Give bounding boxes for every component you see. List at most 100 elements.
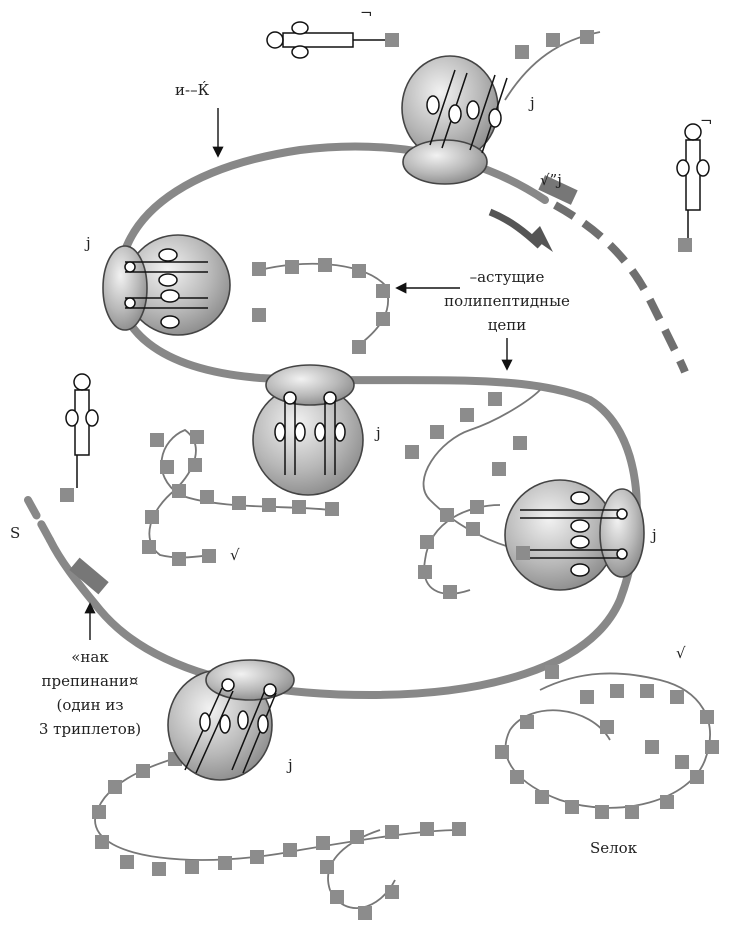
ribosome-label-4: j <box>650 526 657 544</box>
ribosome-5 <box>167 659 295 781</box>
bead <box>352 264 366 278</box>
chains-label-line1: –астущие <box>470 268 545 286</box>
bead <box>510 770 524 784</box>
bead <box>358 906 372 920</box>
trna-mark-2: ¬ <box>700 112 713 130</box>
bead <box>185 860 199 874</box>
bead <box>440 508 454 522</box>
bead <box>625 805 639 819</box>
chain-top <box>504 30 601 101</box>
bead <box>535 790 549 804</box>
bead <box>352 340 366 354</box>
bead <box>142 540 156 554</box>
stop-codon-box <box>69 557 109 595</box>
bead <box>232 496 246 510</box>
chain-bottom <box>92 744 466 920</box>
bead <box>283 843 297 857</box>
bead <box>190 430 204 444</box>
bead <box>460 408 474 422</box>
chain-end-label-1: √ <box>230 546 240 564</box>
bead <box>385 825 399 839</box>
bead <box>285 260 299 274</box>
bead <box>202 549 216 563</box>
bead <box>700 710 714 724</box>
bead <box>430 425 444 439</box>
bead <box>675 755 689 769</box>
bead <box>545 665 559 679</box>
bead <box>92 805 106 819</box>
bead <box>172 552 186 566</box>
bead <box>580 690 594 704</box>
bead <box>320 860 334 874</box>
direction-arrow <box>488 208 543 249</box>
stop-label-line4: 3 триплетов) <box>39 720 141 738</box>
ribosome-label-1: j <box>528 94 535 112</box>
stop-label-line2: препинани¤ <box>42 672 139 690</box>
chains-label-line2: полипептидные <box>444 292 570 310</box>
bead <box>252 262 266 276</box>
bead <box>160 460 174 474</box>
bead <box>420 535 434 549</box>
chain-ribo2 <box>252 258 390 354</box>
bead <box>660 795 674 809</box>
bead <box>610 684 624 698</box>
ribosome-label-3: j <box>374 424 381 442</box>
bead <box>200 490 214 504</box>
bead <box>405 445 419 459</box>
bead <box>595 805 609 819</box>
stop-label-line3: (один из <box>56 696 123 714</box>
bead <box>376 284 390 298</box>
ribosome-4 <box>504 479 645 591</box>
bead <box>316 836 330 850</box>
mrna-label: и-–Ќ <box>175 81 210 99</box>
chain-end-label-2: √ <box>676 644 686 662</box>
bead <box>330 890 344 904</box>
trna-free-top <box>266 21 399 59</box>
bead <box>385 885 399 899</box>
bead <box>640 684 654 698</box>
bead <box>250 850 264 864</box>
bead <box>443 585 457 599</box>
bead <box>150 433 164 447</box>
bead <box>470 500 484 514</box>
bead <box>292 500 306 514</box>
bead <box>376 312 390 326</box>
bead <box>600 720 614 734</box>
bead <box>492 462 506 476</box>
chain-ribo3 <box>142 428 339 566</box>
bead <box>452 822 466 836</box>
bead <box>95 835 109 849</box>
bead <box>488 392 502 406</box>
bead <box>495 745 509 759</box>
bead <box>262 498 276 512</box>
protein-label: Sелок <box>590 839 638 857</box>
bead <box>188 458 202 472</box>
trna-free-right <box>676 123 710 252</box>
chains-label-line3: цепи <box>488 316 527 334</box>
bead <box>172 484 186 498</box>
bead <box>418 565 432 579</box>
bead <box>690 770 704 784</box>
bead <box>152 862 166 876</box>
bead <box>145 510 159 524</box>
ribosome-1 <box>401 55 508 185</box>
bead <box>350 830 364 844</box>
bead <box>325 502 339 516</box>
trna-free-left <box>60 373 99 502</box>
five-prime-label: S <box>10 524 20 542</box>
bead <box>420 822 434 836</box>
bead <box>252 308 266 322</box>
ribosome-label-5: j <box>286 756 293 774</box>
trna-mark-1: ¬ <box>360 4 373 22</box>
bead <box>108 780 122 794</box>
stop-label-line1: «нак <box>71 648 109 666</box>
chain-ribo4 <box>405 389 541 599</box>
bead <box>645 740 659 754</box>
ribosome-3 <box>252 364 364 496</box>
bead <box>136 764 150 778</box>
ribosome-2 <box>102 234 231 336</box>
bead <box>120 855 134 869</box>
bead <box>565 800 579 814</box>
ribosome-label-2: j <box>84 234 91 252</box>
chain-protein <box>495 665 719 819</box>
